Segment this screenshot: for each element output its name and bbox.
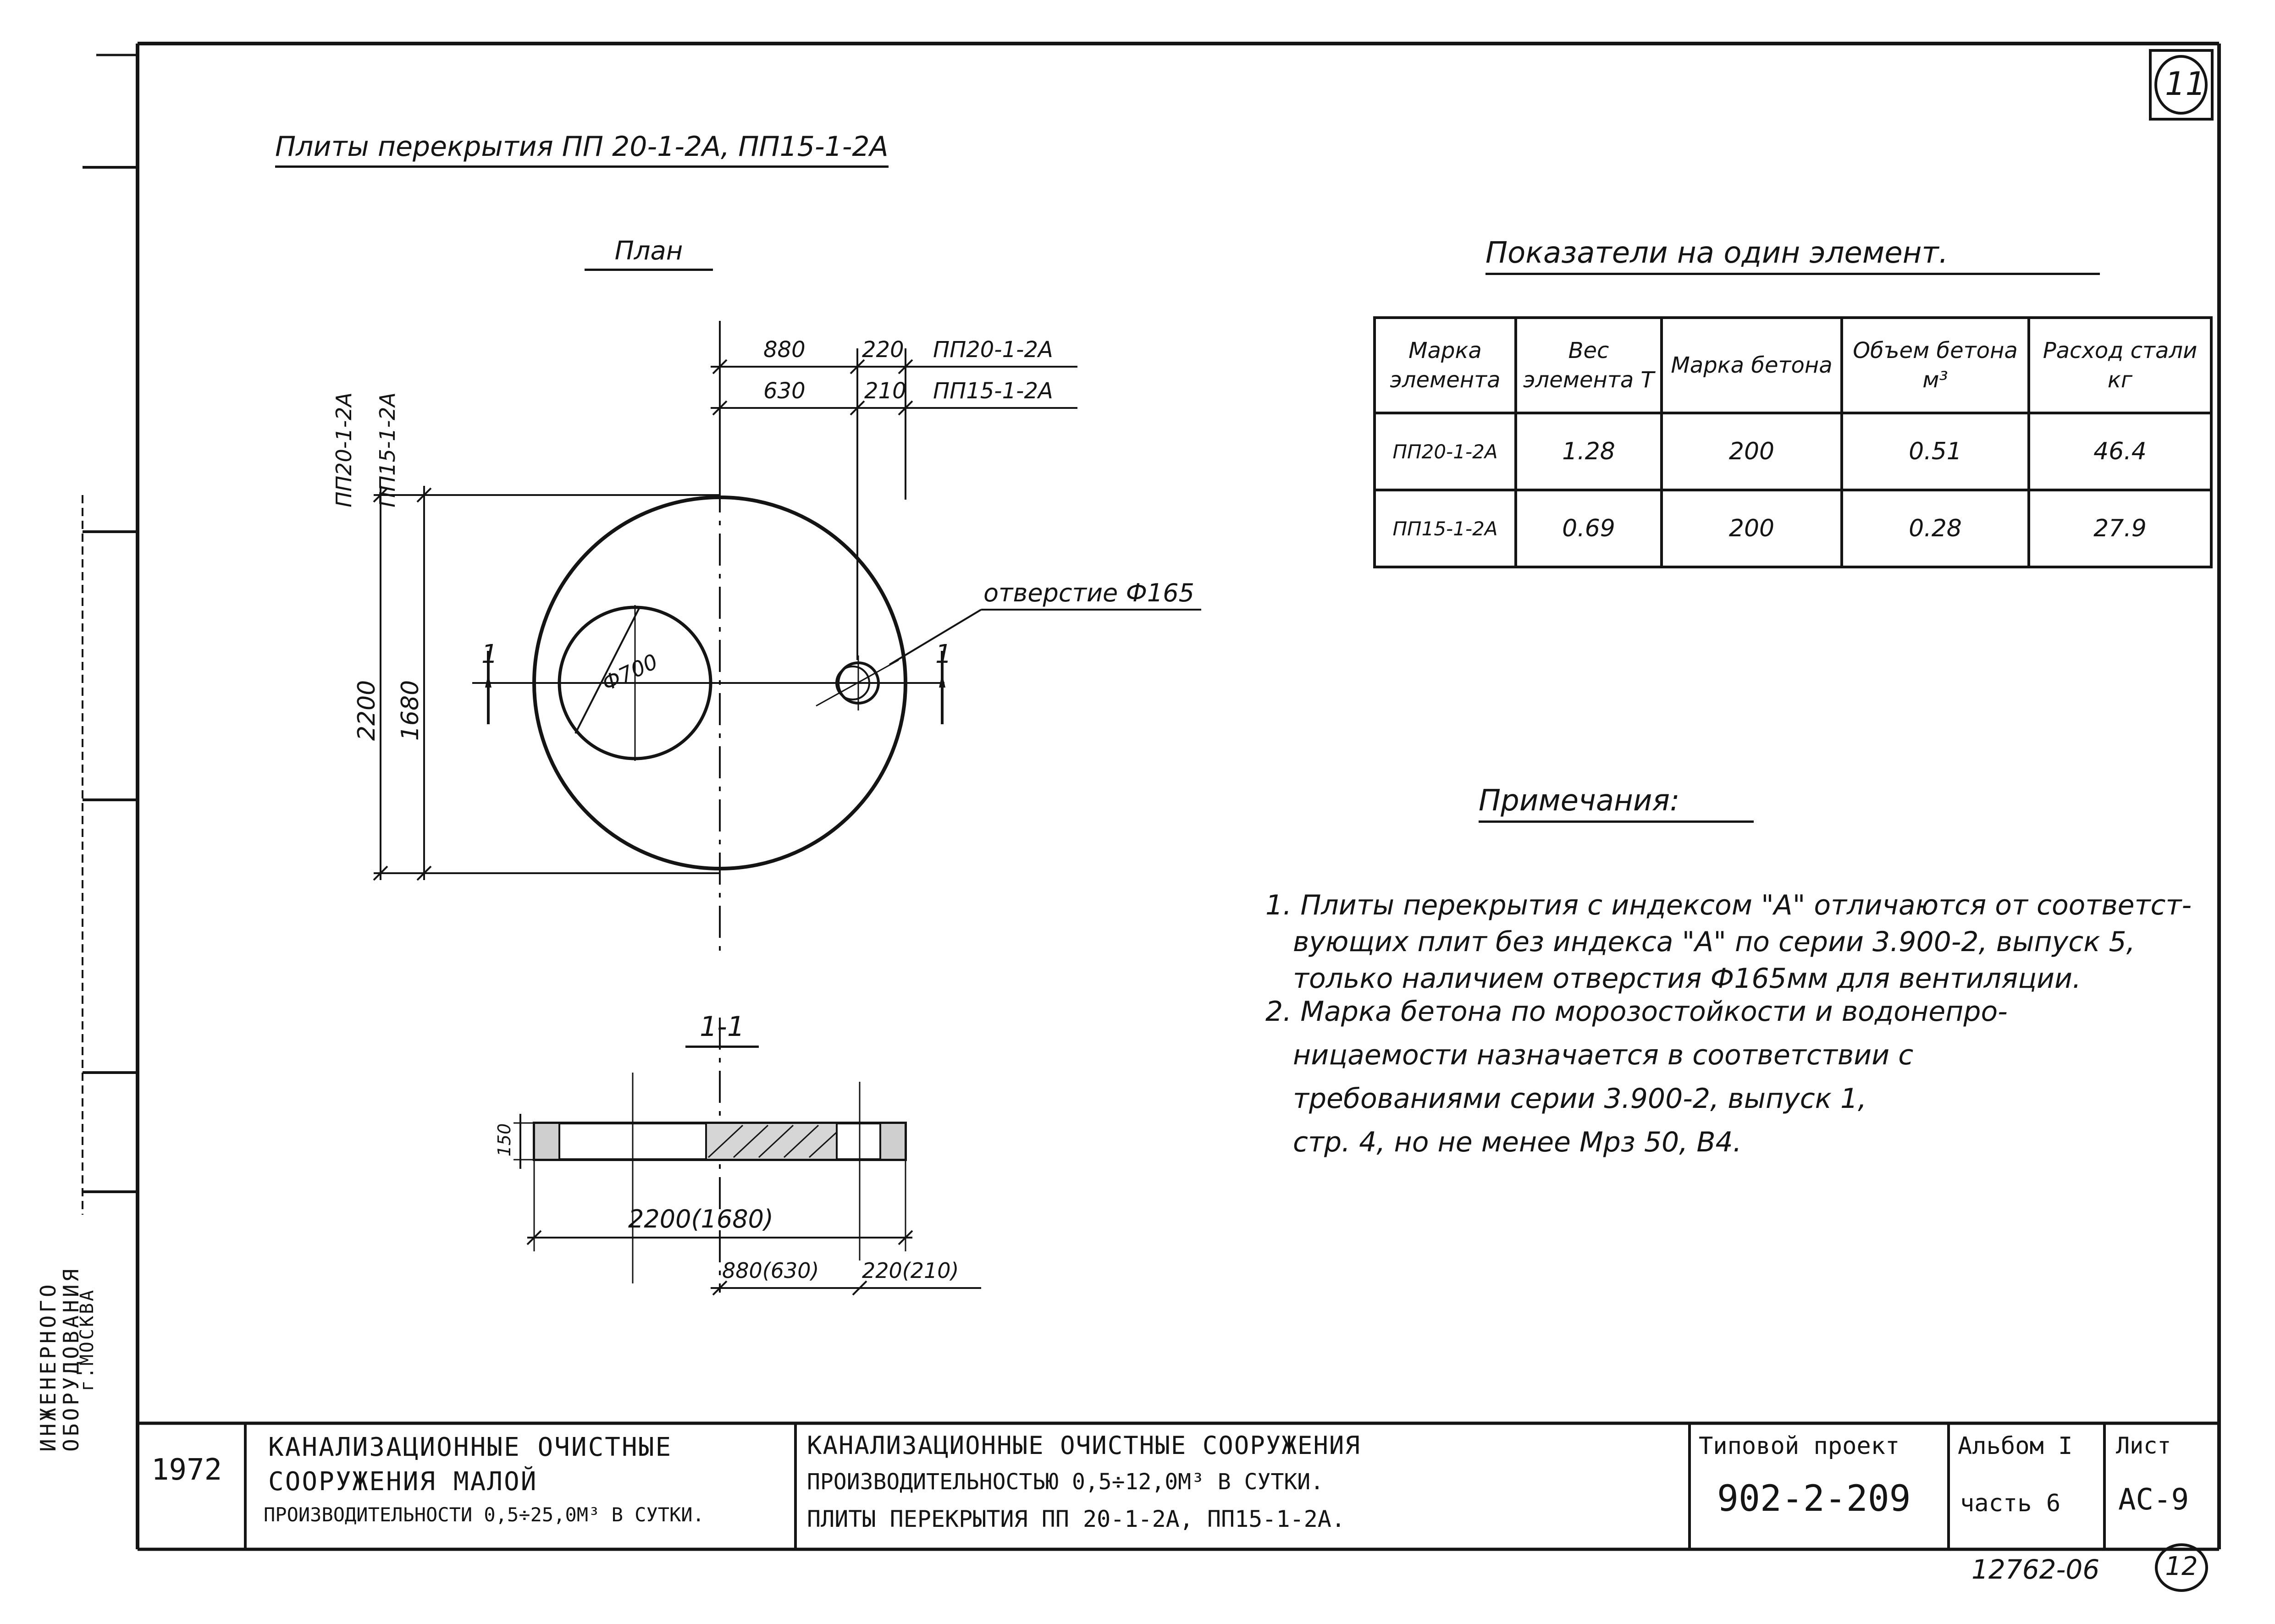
plan-dim-top-220: 220 (862, 337, 904, 363)
note-1-line-2: вующих плит без индекса "А" по серии 3.9… (1293, 926, 2135, 958)
header-cell: Марка бетона (1660, 316, 1843, 414)
plan-title: План (585, 236, 713, 271)
tb-mid-line-1: КАНАЛИЗАЦИОННЫЕ ОЧИСТНЫЕ СООРУЖЕНИЯ (807, 1431, 1361, 1460)
plan-mark-1: ПП20-1-2А (933, 337, 1053, 363)
table-cell: 0.51 (1840, 412, 2030, 491)
plan-dim-left-1680: 1680 (397, 680, 424, 741)
plan-dim-top-880: 880 (763, 337, 806, 363)
table-row: ПП15-1-2А 0.69 200 0.28 27.9 (1373, 489, 2213, 568)
tb-mid-line-2: ПРОИЗВОДИТЕЛЬНОСТЬЮ 0,5÷12,0М³ В СУТКИ. (807, 1469, 1324, 1495)
tb-mid-line-3: ПЛИТЫ ПЕРЕКРЫТИЯ ПП 20-1-2А, ПП15-1-2А. (807, 1506, 1345, 1532)
header-cell: Объем бетона м³ (1840, 316, 2030, 414)
side-org-line-1: ИНЖЕНЕРНОГО (36, 1282, 61, 1452)
table-cell: 0.28 (1840, 489, 2030, 568)
section-mark-right: 1 (935, 639, 952, 669)
note-1-line-3: только наличием отверстия Ф165мм для вен… (1293, 963, 2082, 995)
section-dim-left: 880(630) (722, 1258, 819, 1283)
table-cell: 0.69 (1514, 489, 1663, 568)
header-cell: Вес элемента Т (1514, 316, 1663, 414)
table-cell: ПП20-1-2А (1373, 412, 1517, 491)
tb-project-label: Типовой проект (1699, 1432, 1900, 1460)
notes-title: Примечания: (1479, 784, 1754, 823)
indicators-title: Показатели на один элемент. (1485, 236, 2100, 275)
note-1-line-1: 1. Плиты перекрытия с индексом "А" отлич… (1265, 889, 2192, 921)
tb-part: часть 6 (1960, 1490, 2061, 1517)
table-row: ПП20-1-2А 1.28 200 0.51 46.4 (1373, 412, 2213, 491)
note-2: 2. Марка бетона по морозостойкости и вод… (1265, 990, 2210, 1164)
section-dim-overall: 2200(1680) (628, 1205, 773, 1233)
bottom-circle-number: 12 (2165, 1552, 2198, 1581)
tb-left-line-2: СООРУЖЕНИЯ МАЛОЙ (268, 1467, 538, 1497)
section-mark-left: 1 (481, 639, 498, 669)
note-2-line-4: стр. 4, но не менее Мрз 50, В4. (1293, 1126, 1742, 1158)
note-2-line-1: 2. Марка бетона по морозостойкости и вод… (1265, 996, 2008, 1028)
tb-doc-number: 12762-06 (1971, 1554, 2100, 1585)
note-2-line-2: ницаемости назначается в соответствии с (1293, 1039, 1914, 1071)
tb-left-line-1: КАНАЛИЗАЦИОННЫЕ ОЧИСТНЫЕ (268, 1432, 673, 1462)
table-cell: 1.28 (1514, 412, 1663, 491)
header-cell: Расход стали кг (2027, 316, 2213, 414)
header-cell: Марка элемента (1373, 316, 1517, 414)
indicators-table: Марка элемента Вес элемента Т Марка бето… (1373, 316, 2213, 568)
table-cell: 46.4 (2027, 412, 2213, 491)
table-cell: 27.9 (2027, 489, 2213, 568)
note-2-line-3: требованиями серии 3.900-2, выпуск 1, (1293, 1083, 1867, 1115)
table-header-row: Марка элемента Вес элемента Т Марка бето… (1373, 316, 2213, 414)
plan-dim-mid-210: 210 (864, 378, 906, 404)
hole-label: отверстие Ф165 (983, 578, 1195, 607)
section-thickness: 150 (494, 1123, 514, 1157)
plan-mark-2: ПП15-1-2А (933, 378, 1053, 404)
table-cell: 200 (1660, 412, 1843, 491)
sheet-circle-number: 11 (2165, 65, 2206, 103)
table-cell: ПП15-1-2А (1373, 489, 1517, 568)
section-dim-right: 220(210) (862, 1258, 959, 1283)
plan-dim-left-2200: 2200 (353, 680, 381, 741)
plan-left-mark-1: ПП20-1-2А (331, 392, 356, 507)
side-org-line-3: г.МОСКВА (77, 1288, 98, 1392)
section-title: 1-1 (685, 1011, 759, 1048)
tb-sheet-label: Лист (2116, 1432, 2171, 1459)
tb-album: Альбом I (1958, 1432, 2073, 1460)
drawing-title: Плиты перекрытия ПП 20-1-2А, ПП15-1-2А (275, 131, 889, 168)
tb-project-number: 902-2-209 (1717, 1478, 1911, 1519)
tb-left-line-3: ПРОИЗВОДИТЕЛЬНОСТИ 0,5÷25,0М³ В СУТКИ. (264, 1503, 704, 1526)
tb-sheet: АС-9 (2118, 1483, 2189, 1517)
note-1: 1. Плиты перекрытия с индексом "А" отлич… (1265, 887, 2210, 997)
plan-left-mark-2: ПП15-1-2А (375, 392, 400, 507)
table-cell: 200 (1660, 489, 1843, 568)
tb-year: 1972 (151, 1453, 222, 1487)
plan-dim-mid-630: 630 (763, 378, 806, 404)
